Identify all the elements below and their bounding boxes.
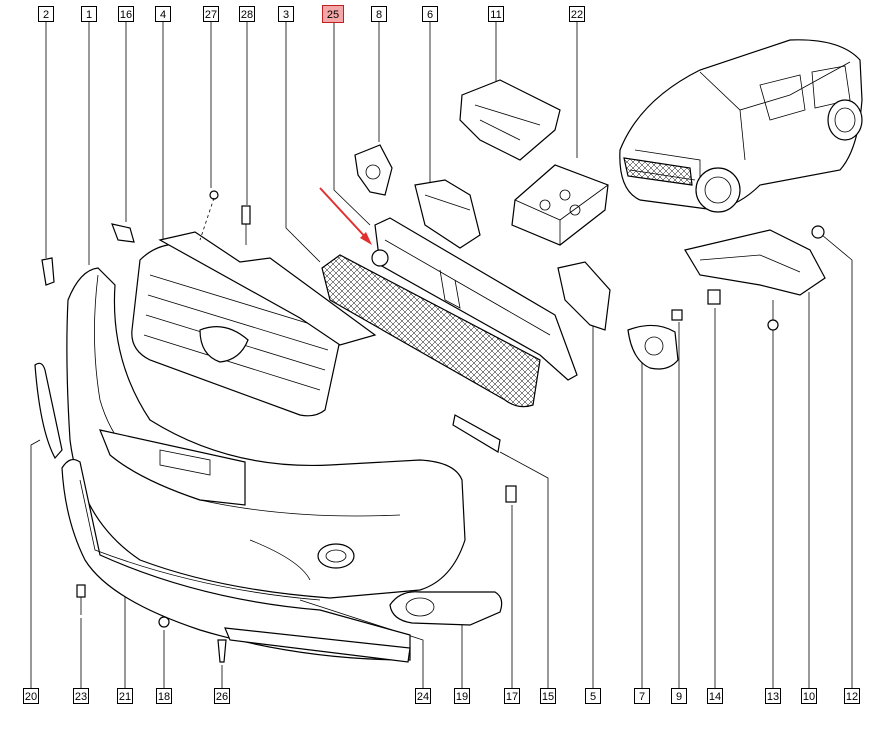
callout-9[interactable]: 9 xyxy=(671,688,687,704)
callout-20[interactable]: 20 xyxy=(23,688,39,704)
pin-part xyxy=(241,205,251,245)
callout-26[interactable]: 26 xyxy=(214,688,230,704)
clip-part xyxy=(671,309,683,321)
side-bracket-part xyxy=(414,179,481,249)
callout-14[interactable]: 14 xyxy=(707,688,723,704)
callout-2[interactable]: 2 xyxy=(38,6,54,22)
screw-part xyxy=(767,300,779,331)
pin-17-part xyxy=(505,485,517,503)
callout-10[interactable]: 10 xyxy=(801,688,817,704)
callout-16[interactable]: 16 xyxy=(118,6,134,22)
lower-mesh-grille-part xyxy=(321,254,541,408)
callout-11[interactable]: 11 xyxy=(488,6,504,22)
callout-21[interactable]: 21 xyxy=(117,688,133,704)
callout-5[interactable]: 5 xyxy=(585,688,601,704)
nut-part xyxy=(811,225,825,239)
callout-1[interactable]: 1 xyxy=(81,6,97,22)
callout-15[interactable]: 15 xyxy=(540,688,556,704)
headlamp-bracket-part xyxy=(459,79,561,161)
callout-28[interactable]: 28 xyxy=(239,6,255,22)
callout-23[interactable]: 23 xyxy=(73,688,89,704)
callout-22[interactable]: 22 xyxy=(569,6,585,22)
callout-17[interactable]: 17 xyxy=(504,688,520,704)
small-bracket-part xyxy=(111,223,135,243)
callout-25-highlighted[interactable]: 25 xyxy=(322,5,344,23)
corner-guide-part xyxy=(557,261,611,331)
grille-part xyxy=(131,231,377,417)
side-trim-part xyxy=(34,362,63,460)
callout-4[interactable]: 4 xyxy=(155,6,171,22)
fastener-kit-part xyxy=(511,164,609,246)
side-support-part xyxy=(684,229,826,305)
clip-26-part xyxy=(217,639,227,663)
fog-lamp-bracket-part xyxy=(627,324,679,370)
lower-spoiler-part xyxy=(61,458,411,661)
callout-13[interactable]: 13 xyxy=(765,688,781,704)
fog-cover-part xyxy=(389,591,503,626)
callout-19[interactable]: 19 xyxy=(454,688,470,704)
red-arrow-icon xyxy=(319,187,372,245)
car-icon xyxy=(619,39,863,213)
callout-8[interactable]: 8 xyxy=(371,6,387,22)
top-leader-lines xyxy=(45,22,578,265)
lower-strip-part xyxy=(224,627,411,663)
fog-bracket-part xyxy=(354,144,393,196)
callout-6[interactable]: 6 xyxy=(422,6,438,22)
upper-bracket-part xyxy=(371,217,578,381)
callout-7[interactable]: 7 xyxy=(634,688,650,704)
callout-27[interactable]: 27 xyxy=(203,6,219,22)
callout-24[interactable]: 24 xyxy=(415,688,431,704)
pin-23-part xyxy=(76,584,86,615)
clip-18-part xyxy=(158,616,170,628)
callout-12[interactable]: 12 xyxy=(844,688,860,704)
bottom-leader-lines xyxy=(30,234,853,688)
small-clip-part xyxy=(41,257,55,286)
fixing-part xyxy=(199,190,219,241)
callout-3[interactable]: 3 xyxy=(278,6,294,22)
upper-strip-part xyxy=(452,414,501,453)
callout-18[interactable]: 18 xyxy=(156,688,172,704)
